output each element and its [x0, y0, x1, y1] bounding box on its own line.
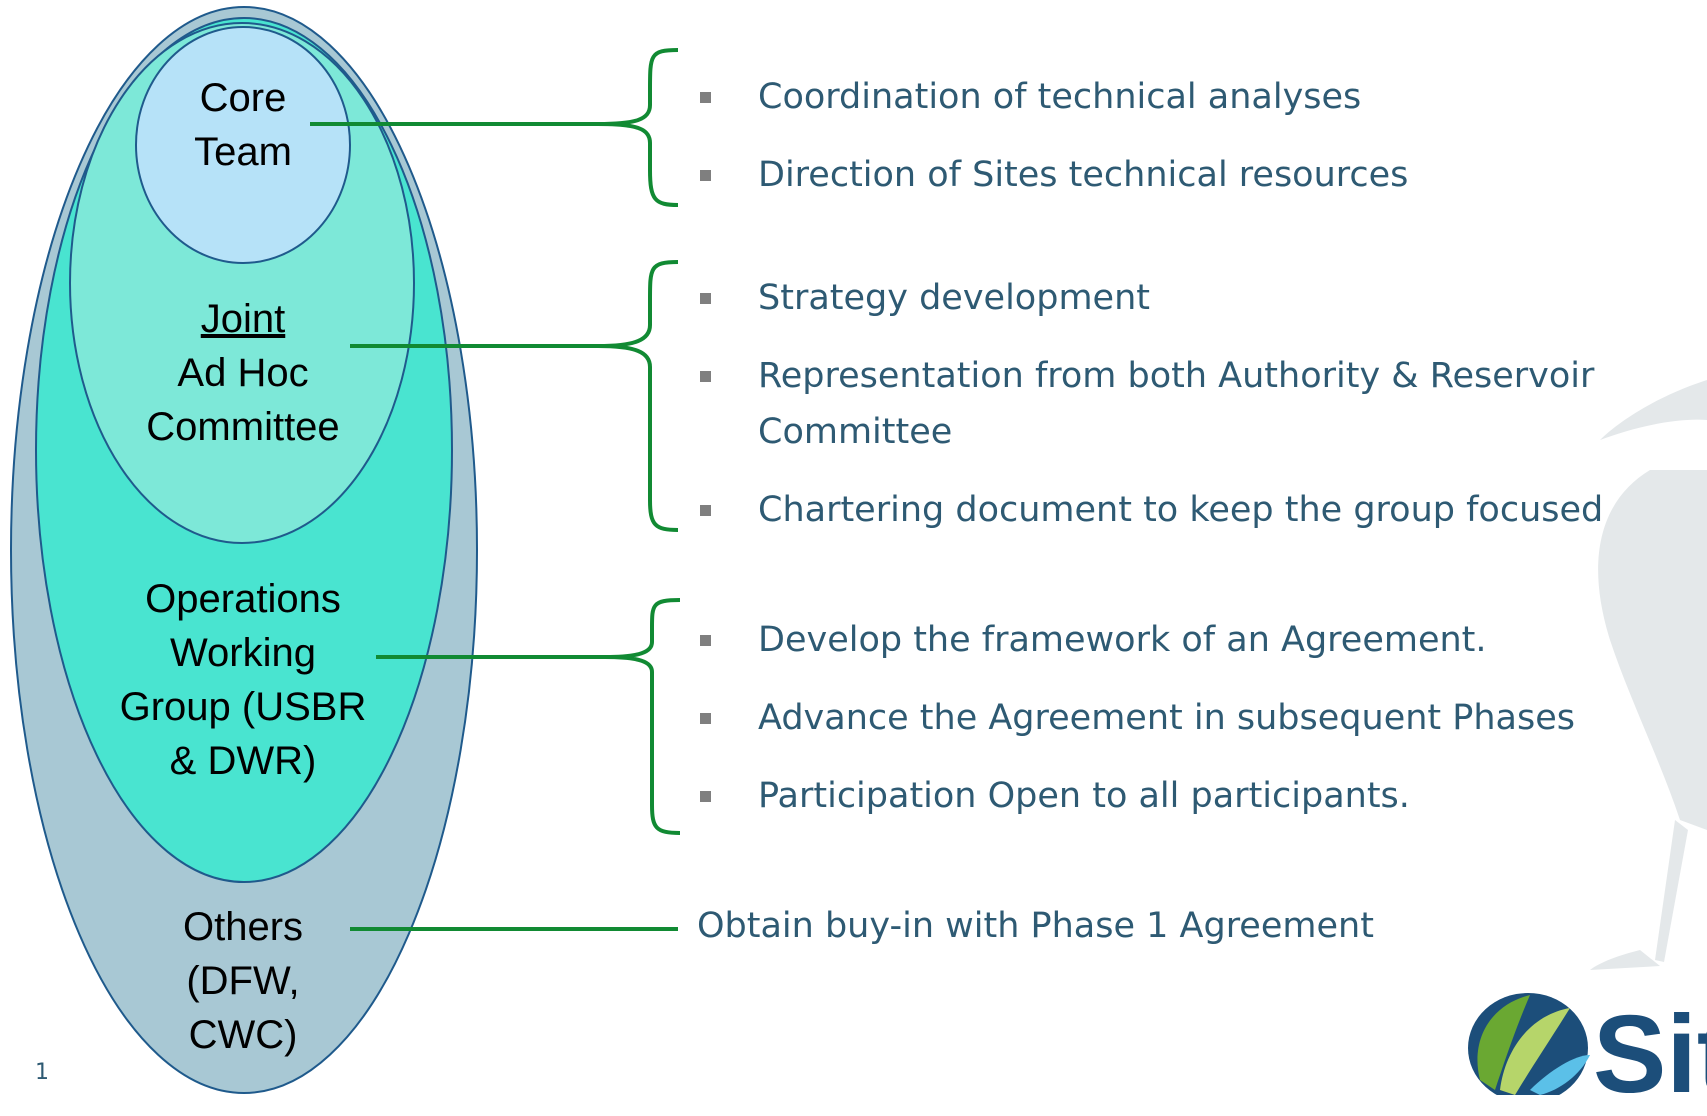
- list-item-text: Direction of Sites technical resources: [758, 155, 1409, 195]
- list-item-text: Advance the Agreement in subsequent Phas…: [758, 698, 1575, 738]
- bullet-square-icon: [700, 371, 711, 382]
- operations-label-line1: Operations: [145, 577, 341, 621]
- list-item-text: Strategy development: [758, 278, 1150, 318]
- core-oval: [135, 26, 351, 264]
- core-brace: [597, 48, 679, 207]
- bullet-square-icon: [700, 170, 711, 181]
- core-team-label: Core Team: [93, 71, 393, 179]
- list-item-text: Committee: [758, 412, 953, 452]
- bullet-square-icon: [700, 505, 711, 516]
- others-label-line2: (DFW,: [186, 959, 300, 1003]
- operations-working-group-label: Operations Working Group (USBR & DWR): [93, 572, 393, 788]
- list-item: Direction of Sites technical resources: [700, 147, 1408, 203]
- core-label-line1: Core: [199, 76, 287, 120]
- list-item: Coordination of technical analyses: [700, 69, 1408, 125]
- joint-brace: [597, 260, 679, 532]
- list-item-text: Develop the framework of an Agreement.: [758, 620, 1487, 660]
- others-label: Others (DFW, CWC): [93, 900, 393, 1062]
- heron-watermark-icon: [1590, 380, 1707, 970]
- operations-list: Develop the framework of an Agreement. A…: [700, 612, 1575, 824]
- bullet-square-icon: [700, 635, 711, 646]
- list-item-text: Representation from both Authority & Res…: [758, 356, 1595, 396]
- connectors: [310, 48, 681, 931]
- list-item: Develop the framework of an Agreement.: [700, 612, 1575, 668]
- bullet-square-icon: [700, 92, 711, 103]
- list-item: Representation from both Authority & Res…: [700, 348, 1603, 404]
- list-item-text: Coordination of technical analyses: [758, 77, 1362, 117]
- operations-label-line2: Working: [170, 631, 316, 675]
- operations-label-line4: & DWR): [169, 739, 317, 783]
- joint-committee-label: Joint Ad Hoc Committee: [93, 292, 393, 454]
- bullet-square-icon: [700, 293, 711, 304]
- joint-label-line1: Joint: [200, 297, 286, 341]
- others-label-line3: CWC): [188, 1013, 298, 1057]
- list-item: Chartering document to keep the group fo…: [700, 482, 1603, 538]
- list-item-text: Participation Open to all participants.: [758, 776, 1410, 816]
- core-team-list: Coordination of technical analyses Direc…: [700, 69, 1408, 203]
- list-item: Participation Open to all participants.: [700, 768, 1575, 824]
- list-item: Advance the Agreement in subsequent Phas…: [700, 690, 1575, 746]
- list-item: Strategy development: [700, 270, 1603, 326]
- joint-label-line3: Committee: [146, 405, 340, 449]
- bullet-square-icon: [700, 791, 711, 802]
- others-description: Obtain buy-in with Phase 1 Agreement: [697, 906, 1374, 946]
- sites-leaf-logo-icon: [1468, 993, 1590, 1095]
- joint-label-line2: Ad Hoc: [177, 351, 309, 395]
- joint-committee-list: Strategy development Representation from…: [700, 270, 1603, 538]
- bullet-square-icon: [700, 713, 711, 724]
- page-number: 1: [35, 1060, 49, 1085]
- core-label-line2: Team: [194, 130, 292, 174]
- operations-label-line3: Group (USBR: [119, 685, 367, 729]
- list-item-text: Chartering document to keep the group fo…: [758, 490, 1604, 530]
- others-label-line1: Others: [182, 905, 304, 949]
- list-item-continuation: Committee: [700, 404, 1603, 460]
- operations-brace: [604, 598, 681, 835]
- sites-logo-text: Sit: [1593, 993, 1707, 1116]
